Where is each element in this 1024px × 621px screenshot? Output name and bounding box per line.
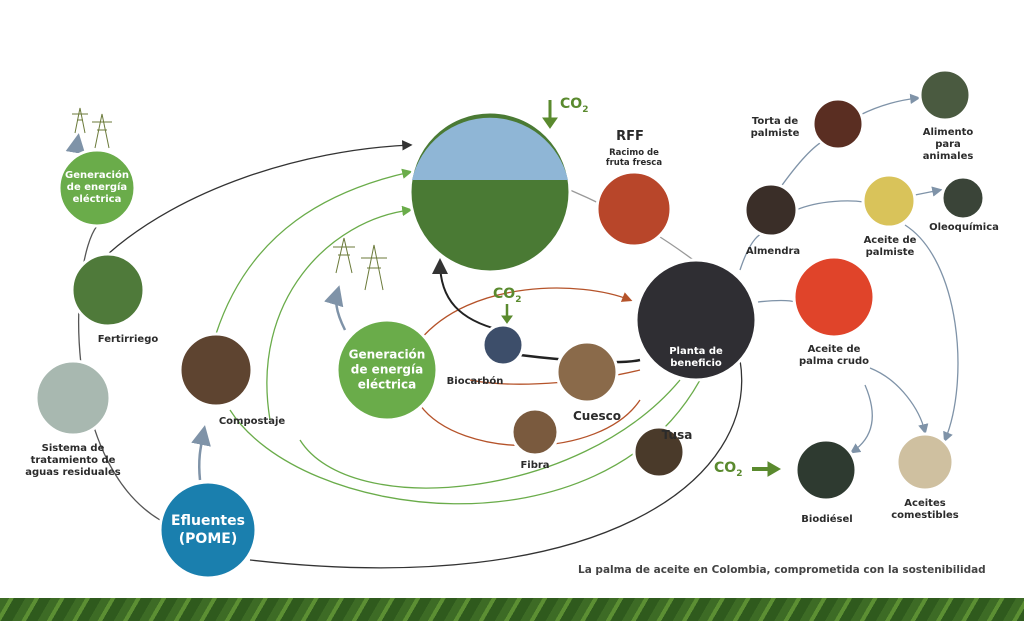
aceites-comestibles-photo [895,432,955,492]
rff-title: RFF [616,129,644,144]
co2-label-biocarbon: CO2 [493,286,521,305]
photo-circles [34,68,986,502]
almendra-label: Almendra [745,246,801,257]
oleoquimica-photo [940,175,986,221]
co2-text: CO [560,96,583,112]
highlight-circles [57,148,439,580]
torta-label: Torta de palmiste [750,116,800,139]
compostaje-label: Compostaje [218,416,286,427]
co2-text: CO [493,286,516,302]
gen-top-label: Generación de energía eléctrica [65,170,129,205]
aceite-crudo-photo [792,255,876,339]
efluentes-label: Efluentes (POME) [171,513,245,547]
fibra-photo [510,407,560,457]
co2-sub: 2 [515,294,522,305]
almendra-photo [743,182,799,238]
fertirriego-photo [70,252,146,328]
rff-subtitle: Racimo de fruta fresca [605,148,663,168]
planta-label: Planta de beneficio [669,346,723,369]
oleoquimica-label: Oleoquímica [929,222,999,233]
transmission-tower-icons [72,107,387,291]
planta-photo [634,258,758,382]
co2-text: CO [714,460,737,476]
fibra-label: Fibra [520,460,550,471]
tusa-label: Tusa [661,428,693,442]
co2-arrows [501,100,781,477]
aceite-palmiste-label: Aceite de palmiste [863,235,917,258]
aceite-crudo-label: Aceite de palma crudo [799,344,869,367]
cuesco-label: Cuesco [573,409,621,423]
biocarbon-label: Biocarbón [446,376,504,387]
gen-center-label: Generación de energía eléctrica [348,347,426,392]
fertirriego-label: Fertirriego [97,334,159,345]
caption: La palma de aceite en Colombia, comprome… [578,564,986,576]
sistema-label: Sistema de tratamiento de aguas residual… [25,443,121,478]
biocarbon-photo [481,323,525,367]
rff-photo [595,170,673,248]
co2-label-top: CO2 [560,96,588,115]
water-treatment-photo [34,359,112,437]
alimento-label: Alimento para animales [922,127,974,162]
co2-label-biodiesel: CO2 [714,460,742,479]
decorative-leaf-band [0,598,1024,621]
aceites-comestibles-label: Aceites comestibles [891,498,959,521]
tusa-photo [632,425,686,479]
torta-photo [811,97,865,151]
compost-photo [178,332,254,408]
cuesco-photo [555,340,619,404]
aceite-palmiste-photo [861,173,917,229]
co2-sub: 2 [582,104,589,115]
alimento-photo [918,68,972,122]
biodiesel-label: Biodiésel [801,514,853,525]
biodiesel-photo [794,438,858,502]
co2-sub: 2 [736,468,743,479]
